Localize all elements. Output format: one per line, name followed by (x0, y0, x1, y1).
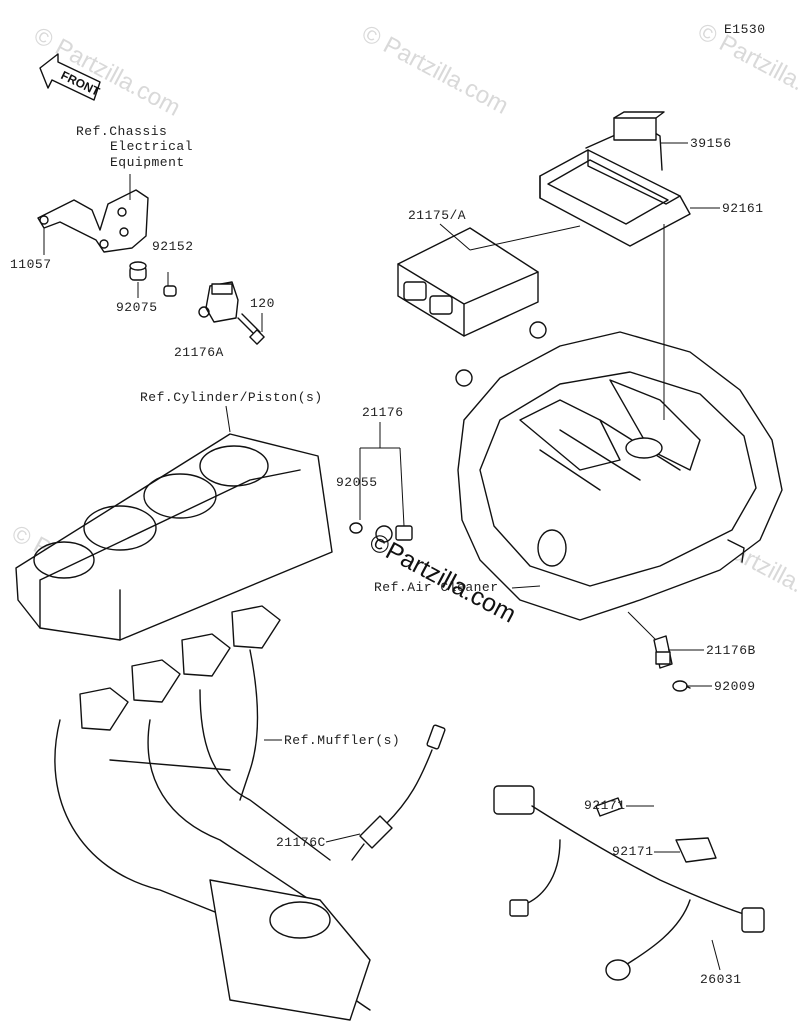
part-number-92161[interactable]: 92161 (722, 201, 764, 216)
front-arrow-icon: FRONT (39, 53, 103, 101)
leader-lines (43, 142, 721, 971)
part-number-11057[interactable]: 11057 (10, 257, 52, 272)
sensor-21176a (198, 281, 239, 323)
oxygen-sensor-21176c (351, 724, 446, 861)
ref-chassis-line1: Ref.Chassis (76, 124, 168, 139)
ref-cylinder: Ref.Cylinder/Piston(s) (140, 390, 323, 405)
part-number-21176c[interactable]: 21176C (276, 835, 326, 850)
cylinder-block (15, 433, 333, 641)
part-number-92152[interactable]: 92152 (152, 239, 194, 254)
pad-39156 (613, 111, 665, 141)
clip-92171 (595, 797, 623, 817)
bolt-120 (237, 313, 265, 345)
part-number-92171[interactable]: 92171 (584, 798, 626, 813)
exhaust-headers (54, 605, 371, 1021)
ecu-21175a (397, 227, 539, 337)
part-number-39156[interactable]: 39156 (690, 136, 732, 151)
part-number-92171[interactable]: 92171 (612, 844, 654, 859)
sensor-21176b (653, 635, 673, 669)
collar-92152 (163, 285, 177, 297)
part-number-21175a[interactable]: 21175/A (408, 208, 467, 223)
ref-muffler: Ref.Muffler(s) (284, 733, 401, 748)
part-number-26031[interactable]: 26031 (700, 972, 742, 987)
part-number-21176b[interactable]: 21176B (706, 643, 756, 658)
part-number-120[interactable]: 120 (250, 296, 275, 311)
diagram-code: E1530 (724, 22, 766, 37)
ecu-case-92161 (539, 123, 691, 247)
grommet-92075 (129, 261, 147, 281)
ref-chassis-line3: Equipment (110, 155, 185, 170)
bracket-11057 (37, 189, 149, 253)
part-number-92075[interactable]: 92075 (116, 300, 158, 315)
ref-air-cleaner: Ref.Air Cleaner (374, 580, 499, 595)
sensor-21176 (375, 525, 413, 543)
ref-chassis-line2: Electrical (110, 139, 194, 154)
air-cleaner-body (455, 321, 783, 621)
part-number-21176[interactable]: 21176 (362, 405, 404, 420)
part-number-92055[interactable]: 92055 (336, 475, 378, 490)
clip-92171 (675, 837, 717, 863)
o-ring-92055 (349, 522, 363, 534)
part-number-21176a[interactable]: 21176A (174, 345, 224, 360)
harness-26031 (493, 785, 765, 981)
part-number-92009[interactable]: 92009 (714, 679, 756, 694)
